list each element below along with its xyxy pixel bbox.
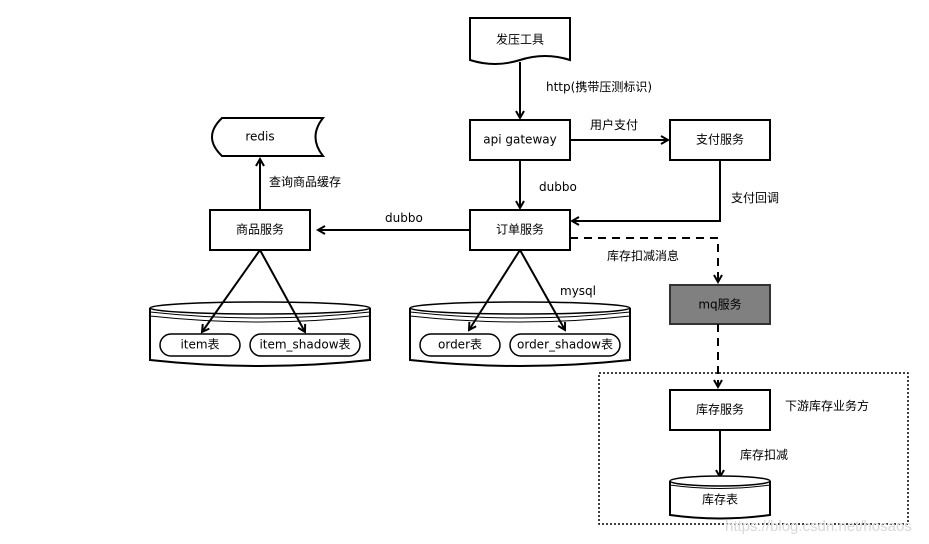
product-service-label: 商品服务	[236, 222, 284, 237]
inventory-table-label: 库存表	[702, 492, 738, 507]
order-shadow-table-node[interactable]: order_shadow表	[509, 333, 621, 357]
edge-label-query-cache: 查询商品缓存	[269, 174, 341, 189]
watermark: https://blog.csdn.net/hosaos	[725, 518, 912, 535]
inventory-service-label: 库存服务	[696, 402, 744, 417]
edge-payment-callback	[572, 160, 721, 221]
item-shadow-table-node[interactable]: item_shadow表	[249, 333, 361, 357]
load-tool-label: 发压工具	[496, 32, 544, 47]
item-table-node[interactable]: item表	[159, 333, 241, 357]
edge-label-user-pay: 用户支付	[590, 117, 638, 132]
downstream-group-label: 下游库存业务方	[785, 398, 869, 413]
order-table-node[interactable]: order表	[419, 333, 501, 357]
product-service-node[interactable]: 商品服务	[209, 209, 311, 251]
item-shadow-table-label: item_shadow表	[259, 338, 350, 352]
edge-label-inventory-deduct: 库存扣减	[740, 447, 788, 462]
edge-label-dubbo-gateway: dubbo	[539, 180, 577, 194]
order-table-label: order表	[438, 338, 482, 352]
edge-label-dubbo-order: dubbo	[385, 211, 423, 225]
edge-label-pay-callback: 支付回调	[731, 191, 779, 205]
api-gateway-node[interactable]: api gateway	[469, 119, 571, 161]
order-service-node[interactable]: 订单服务	[469, 209, 571, 251]
edge-label-http: http(携带压测标识)	[546, 79, 652, 94]
edge-order-to-mq	[570, 237, 718, 282]
mq-service-node[interactable]: mq服务	[669, 284, 771, 325]
edge-product-to-item	[202, 249, 261, 332]
edge-order-to-order-table	[469, 249, 521, 330]
inventory-service-node[interactable]: 库存服务	[669, 389, 771, 431]
payment-service-node[interactable]: 支付服务	[669, 119, 771, 161]
downstream-group	[598, 372, 909, 525]
api-gateway-label: api gateway	[483, 133, 556, 147]
item-table-label: item表	[180, 338, 219, 352]
order-shadow-table-label: order_shadow表	[517, 338, 613, 352]
payment-service-label: 支付服务	[696, 132, 744, 147]
edge-order-to-order-shadow	[519, 249, 565, 330]
mysql-label: mysql	[560, 284, 596, 298]
redis-node[interactable]: redis	[211, 117, 326, 157]
edge-label-inventory-msg: 库存扣减消息	[607, 248, 679, 263]
inventory-table-node[interactable]: 库存表	[669, 475, 771, 520]
redis-label: redis	[245, 130, 274, 144]
order-service-label: 订单服务	[496, 222, 544, 237]
edge-product-to-item-shadow	[259, 249, 305, 332]
mq-service-label: mq服务	[698, 297, 741, 312]
load-tool-node[interactable]: 发压工具	[469, 17, 571, 65]
